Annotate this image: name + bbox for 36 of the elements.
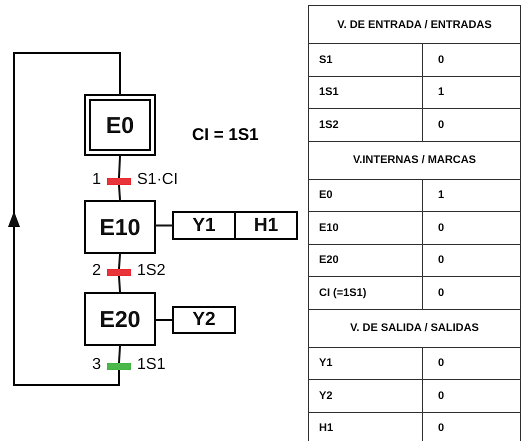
step-box: E20	[84, 292, 156, 346]
variable-name: S1	[309, 44, 423, 76]
variable-value: 0	[423, 412, 520, 441]
variable-value: 0	[423, 244, 520, 277]
variable-name: E10	[309, 212, 423, 244]
variable-value: 1	[423, 180, 520, 212]
initial-step-box: E0	[84, 94, 156, 156]
action-box: Y2	[172, 306, 236, 334]
transition-number: 3	[92, 356, 101, 374]
table-header: V. DE SALIDA / SALIDAS	[309, 310, 520, 348]
variable-name: E0	[309, 180, 423, 212]
transition-number: 1	[92, 171, 101, 189]
variable-name: E20	[309, 244, 423, 277]
transition-condition: 1S1	[137, 356, 166, 374]
variable-value: 0	[423, 380, 520, 412]
variable-value: 0	[423, 277, 520, 310]
variable-name: 1S1	[309, 76, 423, 109]
table-header: V.INTERNAS / MARCAS	[309, 142, 520, 180]
variable-name: CI (=1S1)	[309, 277, 423, 310]
variable-name: Y1	[309, 348, 423, 380]
variable-value: 0	[423, 109, 520, 142]
variable-name: H1	[309, 412, 423, 441]
step-box: E10	[84, 200, 156, 254]
action-box: H1	[234, 211, 298, 240]
variable-value: 0	[423, 212, 520, 244]
variable-name: Y2	[309, 380, 423, 412]
transition-number: 2	[92, 262, 101, 280]
variable-value: 0	[423, 348, 520, 380]
condition-note: CI = 1S1	[192, 125, 259, 145]
variable-name: 1S2	[309, 109, 423, 142]
transition-condition: 1S2	[137, 262, 166, 280]
transition-condition: S1·CI	[137, 171, 178, 189]
variable-value: 1	[423, 76, 520, 109]
action-box: Y1	[172, 211, 236, 240]
variable-value: 0	[423, 44, 520, 76]
table-header: V. DE ENTRADA / ENTRADAS	[309, 6, 520, 44]
